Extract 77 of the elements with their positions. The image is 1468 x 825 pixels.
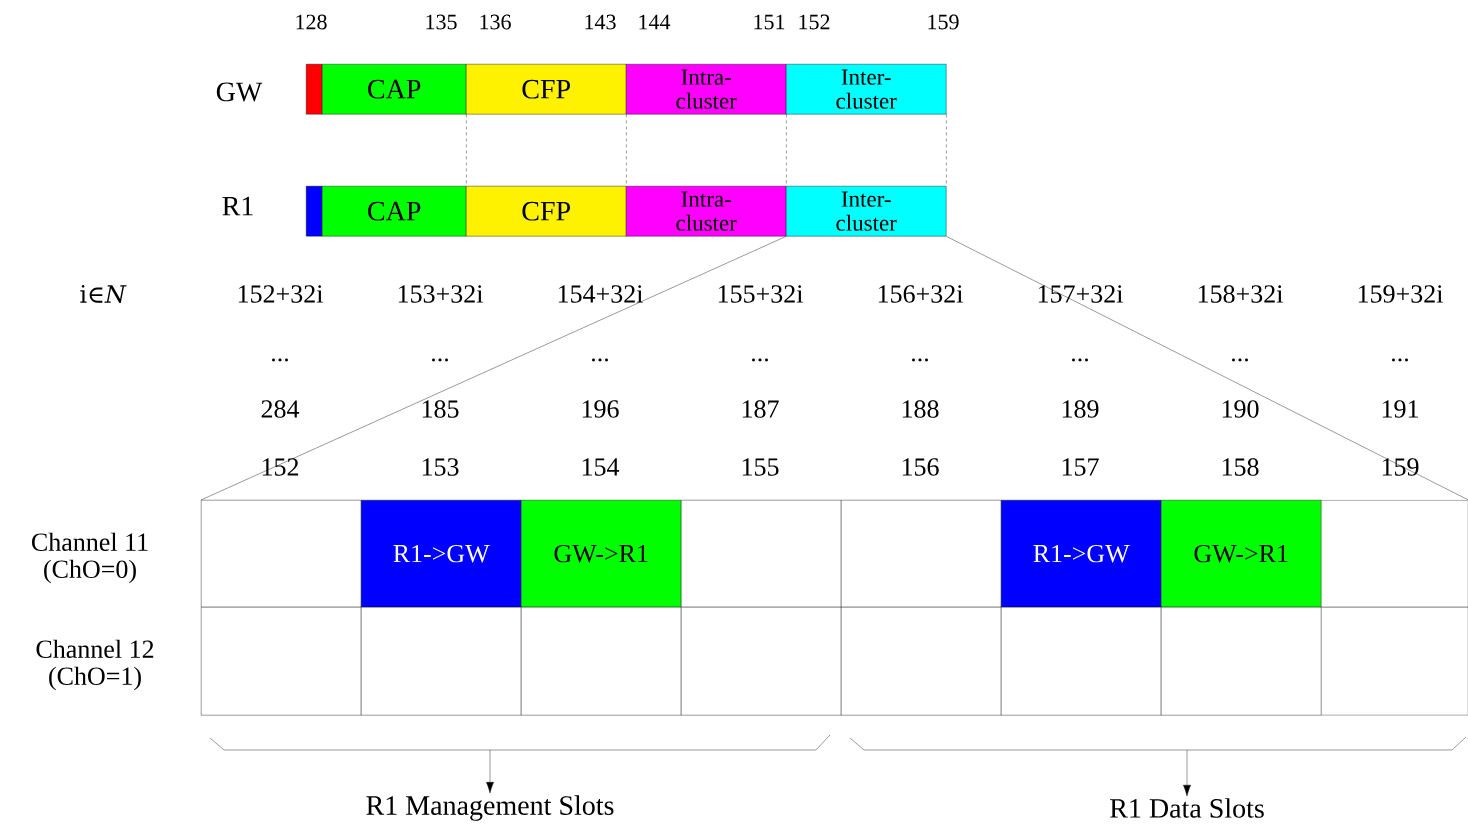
row-label: GW bbox=[216, 82, 263, 102]
tick-number: 135 bbox=[426, 14, 457, 30]
slot-formula: 156+32i bbox=[878, 285, 963, 303]
slot-number: 196 bbox=[582, 400, 619, 418]
segment-box: Inter-cluster bbox=[786, 64, 947, 115]
slot-formula: 155+32i bbox=[718, 285, 803, 303]
slot-number: 188 bbox=[902, 400, 939, 418]
slot-number: 154 bbox=[582, 458, 620, 476]
tick-number: 152 bbox=[799, 14, 830, 30]
segment-box: CAP bbox=[322, 186, 467, 237]
ellipsis: ... bbox=[271, 358, 289, 362]
tick-number: 136 bbox=[480, 14, 511, 30]
zoom-line bbox=[200, 236, 787, 501]
slot-number: 159 bbox=[1382, 458, 1419, 476]
slot-cell: GW->R1 bbox=[1161, 500, 1322, 608]
slot-number: 284 bbox=[261, 400, 300, 418]
slot-cell bbox=[841, 607, 1002, 716]
channel-label: Channel 11 (ChO=0) bbox=[32, 532, 148, 584]
arrow bbox=[486, 749, 494, 794]
slot-formula: 157+32i bbox=[1038, 285, 1123, 303]
set-label: i∈N bbox=[80, 285, 127, 303]
slot-number: 189 bbox=[1062, 400, 1099, 418]
slot-formula: 158+32i bbox=[1198, 285, 1283, 303]
ellipsis: ... bbox=[1391, 358, 1409, 362]
ellipsis: ... bbox=[751, 358, 769, 362]
segment-box: CAP bbox=[322, 64, 467, 115]
slot-cell: R1->GW bbox=[361, 500, 522, 608]
channel-label: Channel 12 (ChO=1) bbox=[36, 639, 154, 691]
arrow bbox=[1183, 749, 1191, 797]
slot-formula: 152+32i bbox=[238, 285, 323, 303]
slot-cell bbox=[1321, 500, 1468, 608]
marker-box bbox=[306, 64, 323, 115]
slot-formula: 159+32i bbox=[1358, 285, 1443, 303]
slot-cell bbox=[521, 607, 682, 716]
tick-number: 144 bbox=[639, 14, 671, 30]
slot-group-label: R1 Management Slots bbox=[366, 795, 614, 821]
tick-number: 151 bbox=[754, 14, 785, 30]
segment-box: Intra-cluster bbox=[626, 64, 787, 115]
slot-number: 190 bbox=[1222, 400, 1259, 418]
slot-formula: 154+32i bbox=[558, 285, 643, 303]
slot-number: 187 bbox=[742, 400, 779, 418]
slot-number: 157 bbox=[1062, 458, 1099, 476]
slot-number: 156 bbox=[902, 458, 939, 476]
marker-box bbox=[306, 186, 323, 237]
slot-number: 155 bbox=[742, 458, 779, 476]
slot-group-label: R1 Data Slots bbox=[1110, 798, 1264, 818]
slot-number: 191 bbox=[1382, 400, 1418, 418]
segment-box: CFP bbox=[466, 186, 627, 237]
slot-cell bbox=[841, 500, 1002, 608]
segment-box: Inter-cluster bbox=[786, 186, 947, 237]
ellipsis: ... bbox=[1071, 358, 1089, 362]
slot-cell bbox=[681, 500, 842, 608]
slot-cell: GW->R1 bbox=[521, 500, 682, 608]
slot-formula: 153+32i bbox=[398, 285, 483, 303]
tick-number: 143 bbox=[585, 14, 616, 30]
slot-number: 185 bbox=[422, 400, 459, 418]
slot-cell bbox=[1161, 607, 1322, 716]
slot-cell bbox=[361, 607, 522, 716]
slot-cell bbox=[1321, 607, 1468, 716]
ellipsis: ... bbox=[1231, 358, 1249, 362]
slot-cell bbox=[201, 607, 362, 716]
ellipsis: ... bbox=[911, 358, 929, 362]
slot-number: 152 bbox=[262, 458, 299, 476]
segment-box: Intra-cluster bbox=[626, 186, 787, 237]
ellipsis: ... bbox=[431, 358, 449, 362]
ellipsis: ... bbox=[591, 358, 609, 362]
tick-number: 128 bbox=[296, 14, 327, 30]
tick-number: 159 bbox=[928, 14, 959, 30]
slot-cell bbox=[681, 607, 842, 716]
slot-cell bbox=[201, 500, 362, 608]
segment-box: CFP bbox=[466, 64, 627, 115]
row-label: R1 bbox=[222, 196, 253, 216]
slot-cell: R1->GW bbox=[1001, 500, 1162, 608]
slot-cell bbox=[1001, 607, 1162, 716]
slot-number: 158 bbox=[1222, 458, 1259, 476]
zoom-line bbox=[946, 236, 1468, 501]
slot-number: 153 bbox=[422, 458, 459, 476]
